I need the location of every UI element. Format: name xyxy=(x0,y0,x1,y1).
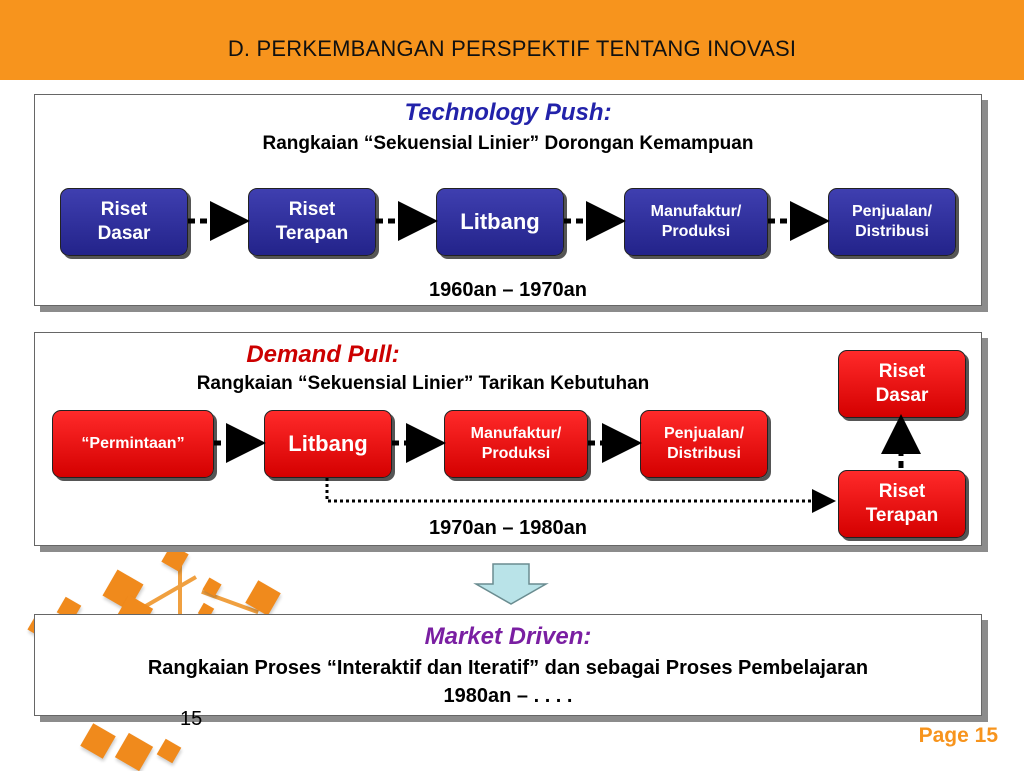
slide-number: 15 xyxy=(180,708,203,730)
market-driven-period: 1980an – . . . . xyxy=(443,685,573,707)
slide-title: D. PERKEMBANGAN PERSPEKTIF TENTANG INOVA… xyxy=(227,36,797,61)
header-bar: D. PERKEMBANGAN PERSPEKTIF TENTANG INOVA… xyxy=(0,0,1024,80)
technology-push-subtitle: Rangkaian “Sekuensial Linier” Dorongan K… xyxy=(262,133,754,154)
market-driven-title: Market Driven: xyxy=(424,623,592,650)
down-arrow-icon xyxy=(473,563,549,605)
demand-side-riset-terapan: Riset Terapan xyxy=(838,470,966,538)
demand-step-litbang: Litbang xyxy=(264,410,392,478)
demand-pull-subtitle: Rangkaian “Sekuensial Linier” Tarikan Ke… xyxy=(196,373,650,394)
tech-step-penjualan: Penjualan/ Distribusi xyxy=(828,188,956,256)
page-label: Page 15 xyxy=(918,724,998,747)
demand-side-riset-dasar: Riset Dasar xyxy=(838,350,966,418)
demand-pull-period: 1970an – 1980an xyxy=(429,517,587,539)
tech-step-riset-terapan: Riset Terapan xyxy=(248,188,376,256)
demand-step-permintaan: “Permintaan” xyxy=(52,410,214,478)
tech-step-riset-dasar: Riset Dasar xyxy=(60,188,188,256)
technology-push-period: 1960an – 1970an xyxy=(429,279,587,301)
technology-push-title: Technology Push: xyxy=(404,99,612,126)
demand-pull-title: Demand Pull: xyxy=(246,341,400,368)
demand-step-penjualan: Penjualan/ Distribusi xyxy=(640,410,768,478)
demand-step-manufaktur: Manufaktur/ Produksi xyxy=(444,410,588,478)
tech-step-litbang: Litbang xyxy=(436,188,564,256)
market-driven-subtitle: Rangkaian Proses “Interaktif dan Iterati… xyxy=(147,657,869,679)
tech-step-manufaktur: Manufaktur/ Produksi xyxy=(624,188,768,256)
market-driven-panel: Market Driven: Rangkaian Proses “Interak… xyxy=(34,614,982,716)
